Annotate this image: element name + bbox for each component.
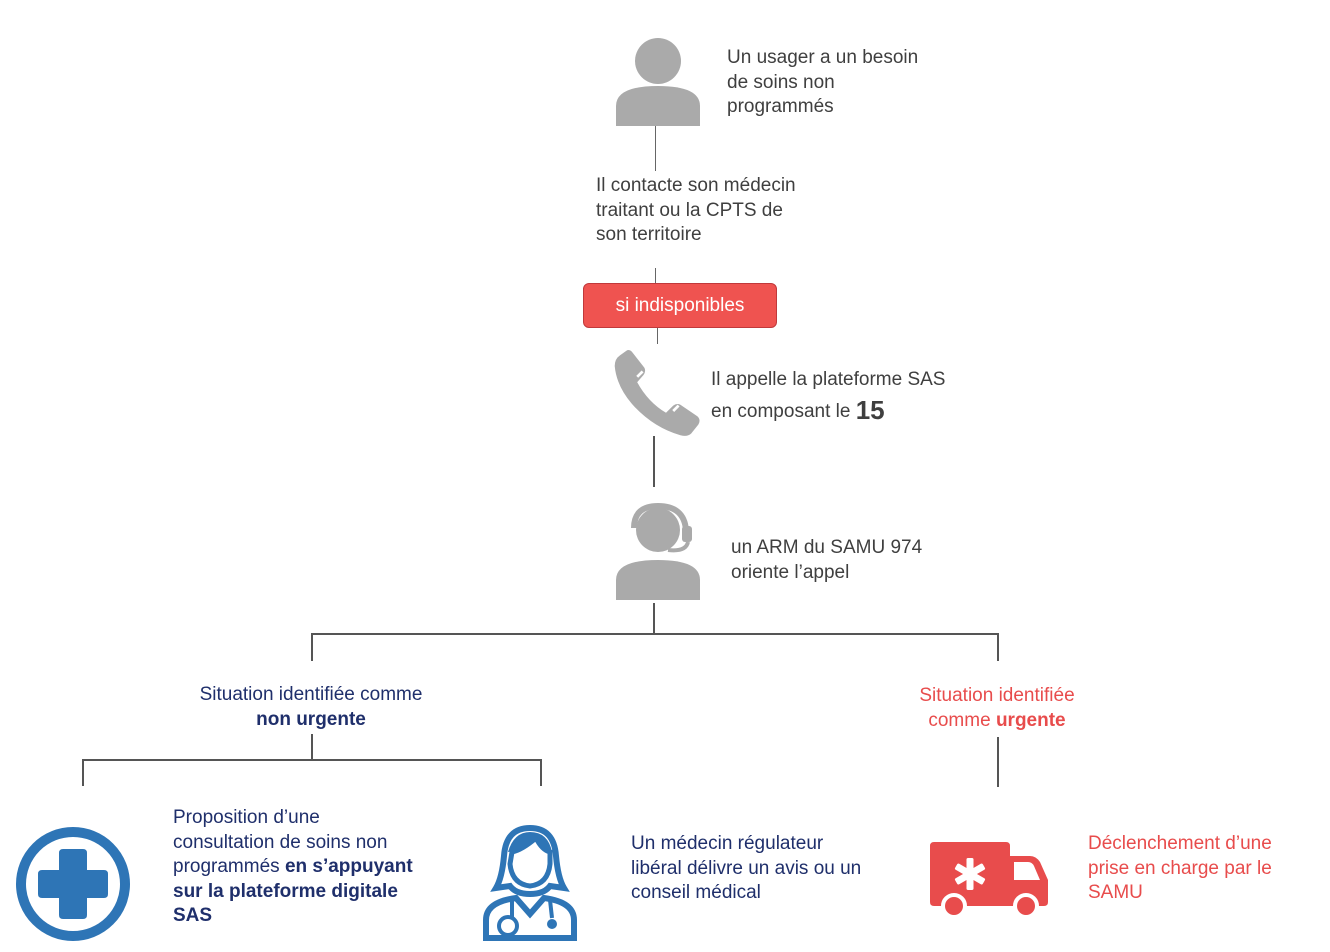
nonurgent-down	[311, 734, 313, 761]
branch-left-drop	[311, 633, 313, 661]
connector-phone-arm	[653, 436, 655, 487]
call-text: Il appelle la plateforme SAS en composan…	[711, 365, 951, 427]
urgent-label: Situation identifiée comme urgente	[887, 684, 1107, 733]
ambulance-icon	[930, 842, 1048, 919]
non-urgent-label: Situation identifiée comme non urgente	[191, 683, 431, 732]
regulator-text: Un médecin régulateur libéral délivre un…	[631, 833, 862, 903]
call-number: 15	[855, 395, 885, 425]
nonurgent-horizontal	[82, 759, 542, 761]
urgent-down	[997, 737, 999, 787]
operator-headset-icon	[616, 502, 700, 600]
user-icon	[616, 38, 700, 126]
phone-icon	[614, 349, 700, 436]
consultation-prefix: Proposition d’une consultation de soins …	[173, 807, 388, 877]
nonurgent-left-drop	[82, 759, 84, 786]
call-text-prefix: Il appelle la plateforme SAS en composan…	[711, 369, 946, 422]
connector-contact-pill	[655, 268, 656, 283]
connector-pill-phone	[657, 328, 658, 344]
non-urgent-prefix: Situation identifiée comme	[199, 684, 423, 705]
branch-horizontal	[311, 633, 999, 635]
consultation-text: Proposition d’une consultation de soins …	[173, 806, 413, 929]
urgent-emphasis: urgente	[995, 709, 1066, 731]
medical-cross-icon	[16, 827, 130, 941]
nurse-doctor-icon	[483, 824, 577, 941]
non-urgent-emphasis: non urgente	[256, 708, 366, 730]
samu-text: Déclenchement d’une prise en charge par …	[1088, 833, 1272, 903]
urgent-prefix: Situation identifiée comme	[919, 685, 1075, 731]
connector-user-contact	[655, 126, 656, 171]
contact-text: Il contacte son médecin traitant ou la C…	[596, 175, 796, 245]
consultation-emphasis: en s’appuyant sur la plateforme digitale…	[173, 856, 413, 926]
nonurgent-right-drop	[540, 759, 542, 786]
arm-text: un ARM du SAMU 974 oriente l’appel	[731, 537, 923, 583]
unavailable-badge: si indisponibles	[583, 283, 777, 328]
branch-right-drop	[997, 633, 999, 661]
user-text: Un usager a un besoin de soins non progr…	[727, 47, 919, 117]
connector-arm-branch	[653, 603, 655, 635]
